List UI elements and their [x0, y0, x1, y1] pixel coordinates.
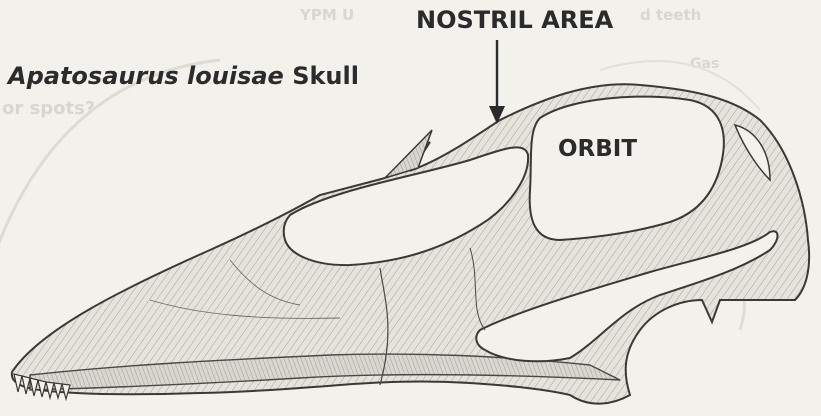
title-rest: Skull: [292, 62, 359, 90]
orbit-label: ORBIT: [558, 136, 637, 162]
figure-title: Apatosaurus louisae Skull: [8, 62, 359, 90]
nostril-area-label: NOSTRIL AREA: [416, 6, 613, 34]
title-species: Apatosaurus louisae: [8, 62, 284, 90]
nostril-arrow: [489, 40, 505, 124]
